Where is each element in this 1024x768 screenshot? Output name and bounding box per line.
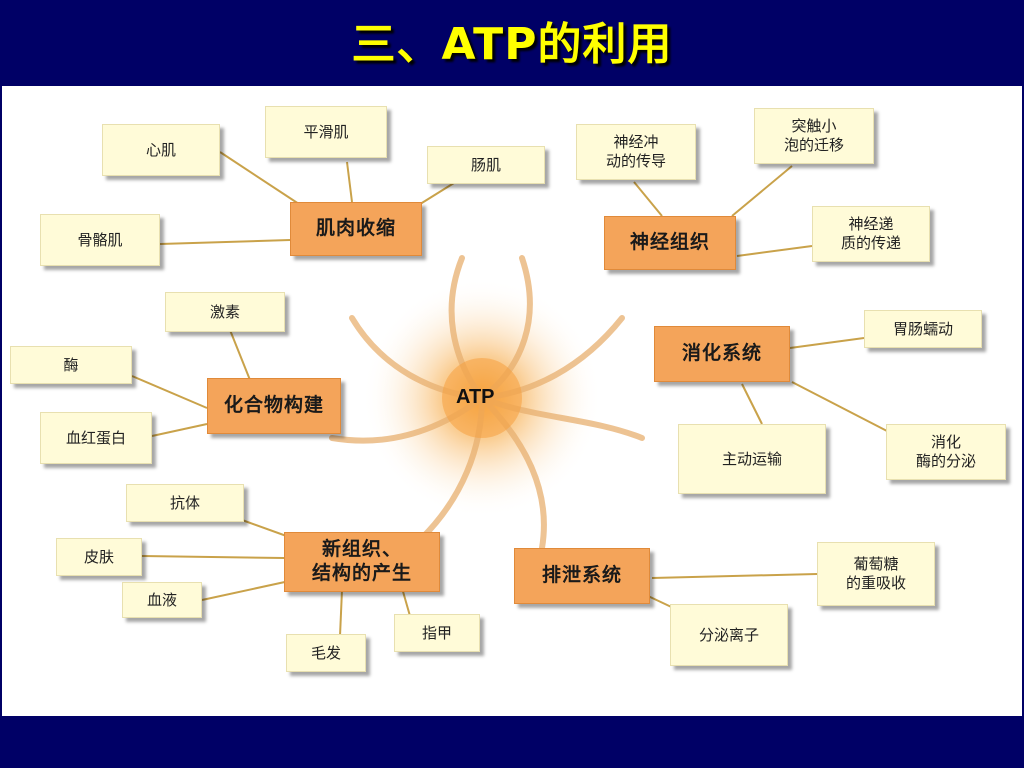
leaf-hormone: 激素 <box>165 292 285 332</box>
leaf-blood: 血液 <box>122 582 202 618</box>
leaf-skeletal-muscle: 骨骼肌 <box>40 214 160 266</box>
connector-lines <box>131 151 888 637</box>
leaf-hair: 毛发 <box>286 634 366 672</box>
hub-excretory-system: 排泄系统 <box>514 548 650 604</box>
diagram-canvas: ATP 肌肉收缩 心肌 平滑肌 肠肌 骨骼肌 神经组织 神经冲 动的传导 突触小… <box>2 86 1022 716</box>
bottom-bar <box>0 716 1024 768</box>
hub-compound-synthesis: 化合物构建 <box>207 378 341 434</box>
leaf-skin: 皮肤 <box>56 538 142 576</box>
leaf-digestive-enzyme-secretion: 消化 酶的分泌 <box>886 424 1006 480</box>
atp-swirl <box>329 255 645 551</box>
title-bar: 三、ATP的利用 <box>0 0 1024 86</box>
leaf-cardiac-muscle: 心肌 <box>102 124 220 176</box>
leaf-ion-secretion: 分泌离子 <box>670 604 788 666</box>
leaf-nerve-impulse: 神经冲 动的传导 <box>576 124 696 180</box>
leaf-hemoglobin: 血红蛋白 <box>40 412 152 464</box>
atp-center-label: ATP <box>456 386 495 408</box>
leaf-neurotransmitter: 神经递 质的传递 <box>812 206 930 262</box>
leaf-nail: 指甲 <box>394 614 480 652</box>
leaf-smooth-muscle: 平滑肌 <box>265 106 387 158</box>
hub-new-tissue-production: 新组织、 结构的产生 <box>284 532 440 592</box>
hub-digestive-system: 消化系统 <box>654 326 790 382</box>
hub-nerve-tissue: 神经组织 <box>604 216 736 270</box>
leaf-gi-peristalsis: 胃肠蠕动 <box>864 310 982 348</box>
slide-title: 三、ATP的利用 <box>351 19 673 70</box>
leaf-synaptic-vesicle: 突触小 泡的迁移 <box>754 108 874 164</box>
leaf-active-transport: 主动运输 <box>678 424 826 494</box>
leaf-enzyme: 酶 <box>10 346 132 384</box>
leaf-intestinal-muscle: 肠肌 <box>427 146 545 184</box>
leaf-antibody: 抗体 <box>126 484 244 522</box>
leaf-glucose-reabsorption: 葡萄糖 的重吸收 <box>817 542 935 606</box>
hub-muscle-contraction: 肌肉收缩 <box>290 202 422 256</box>
